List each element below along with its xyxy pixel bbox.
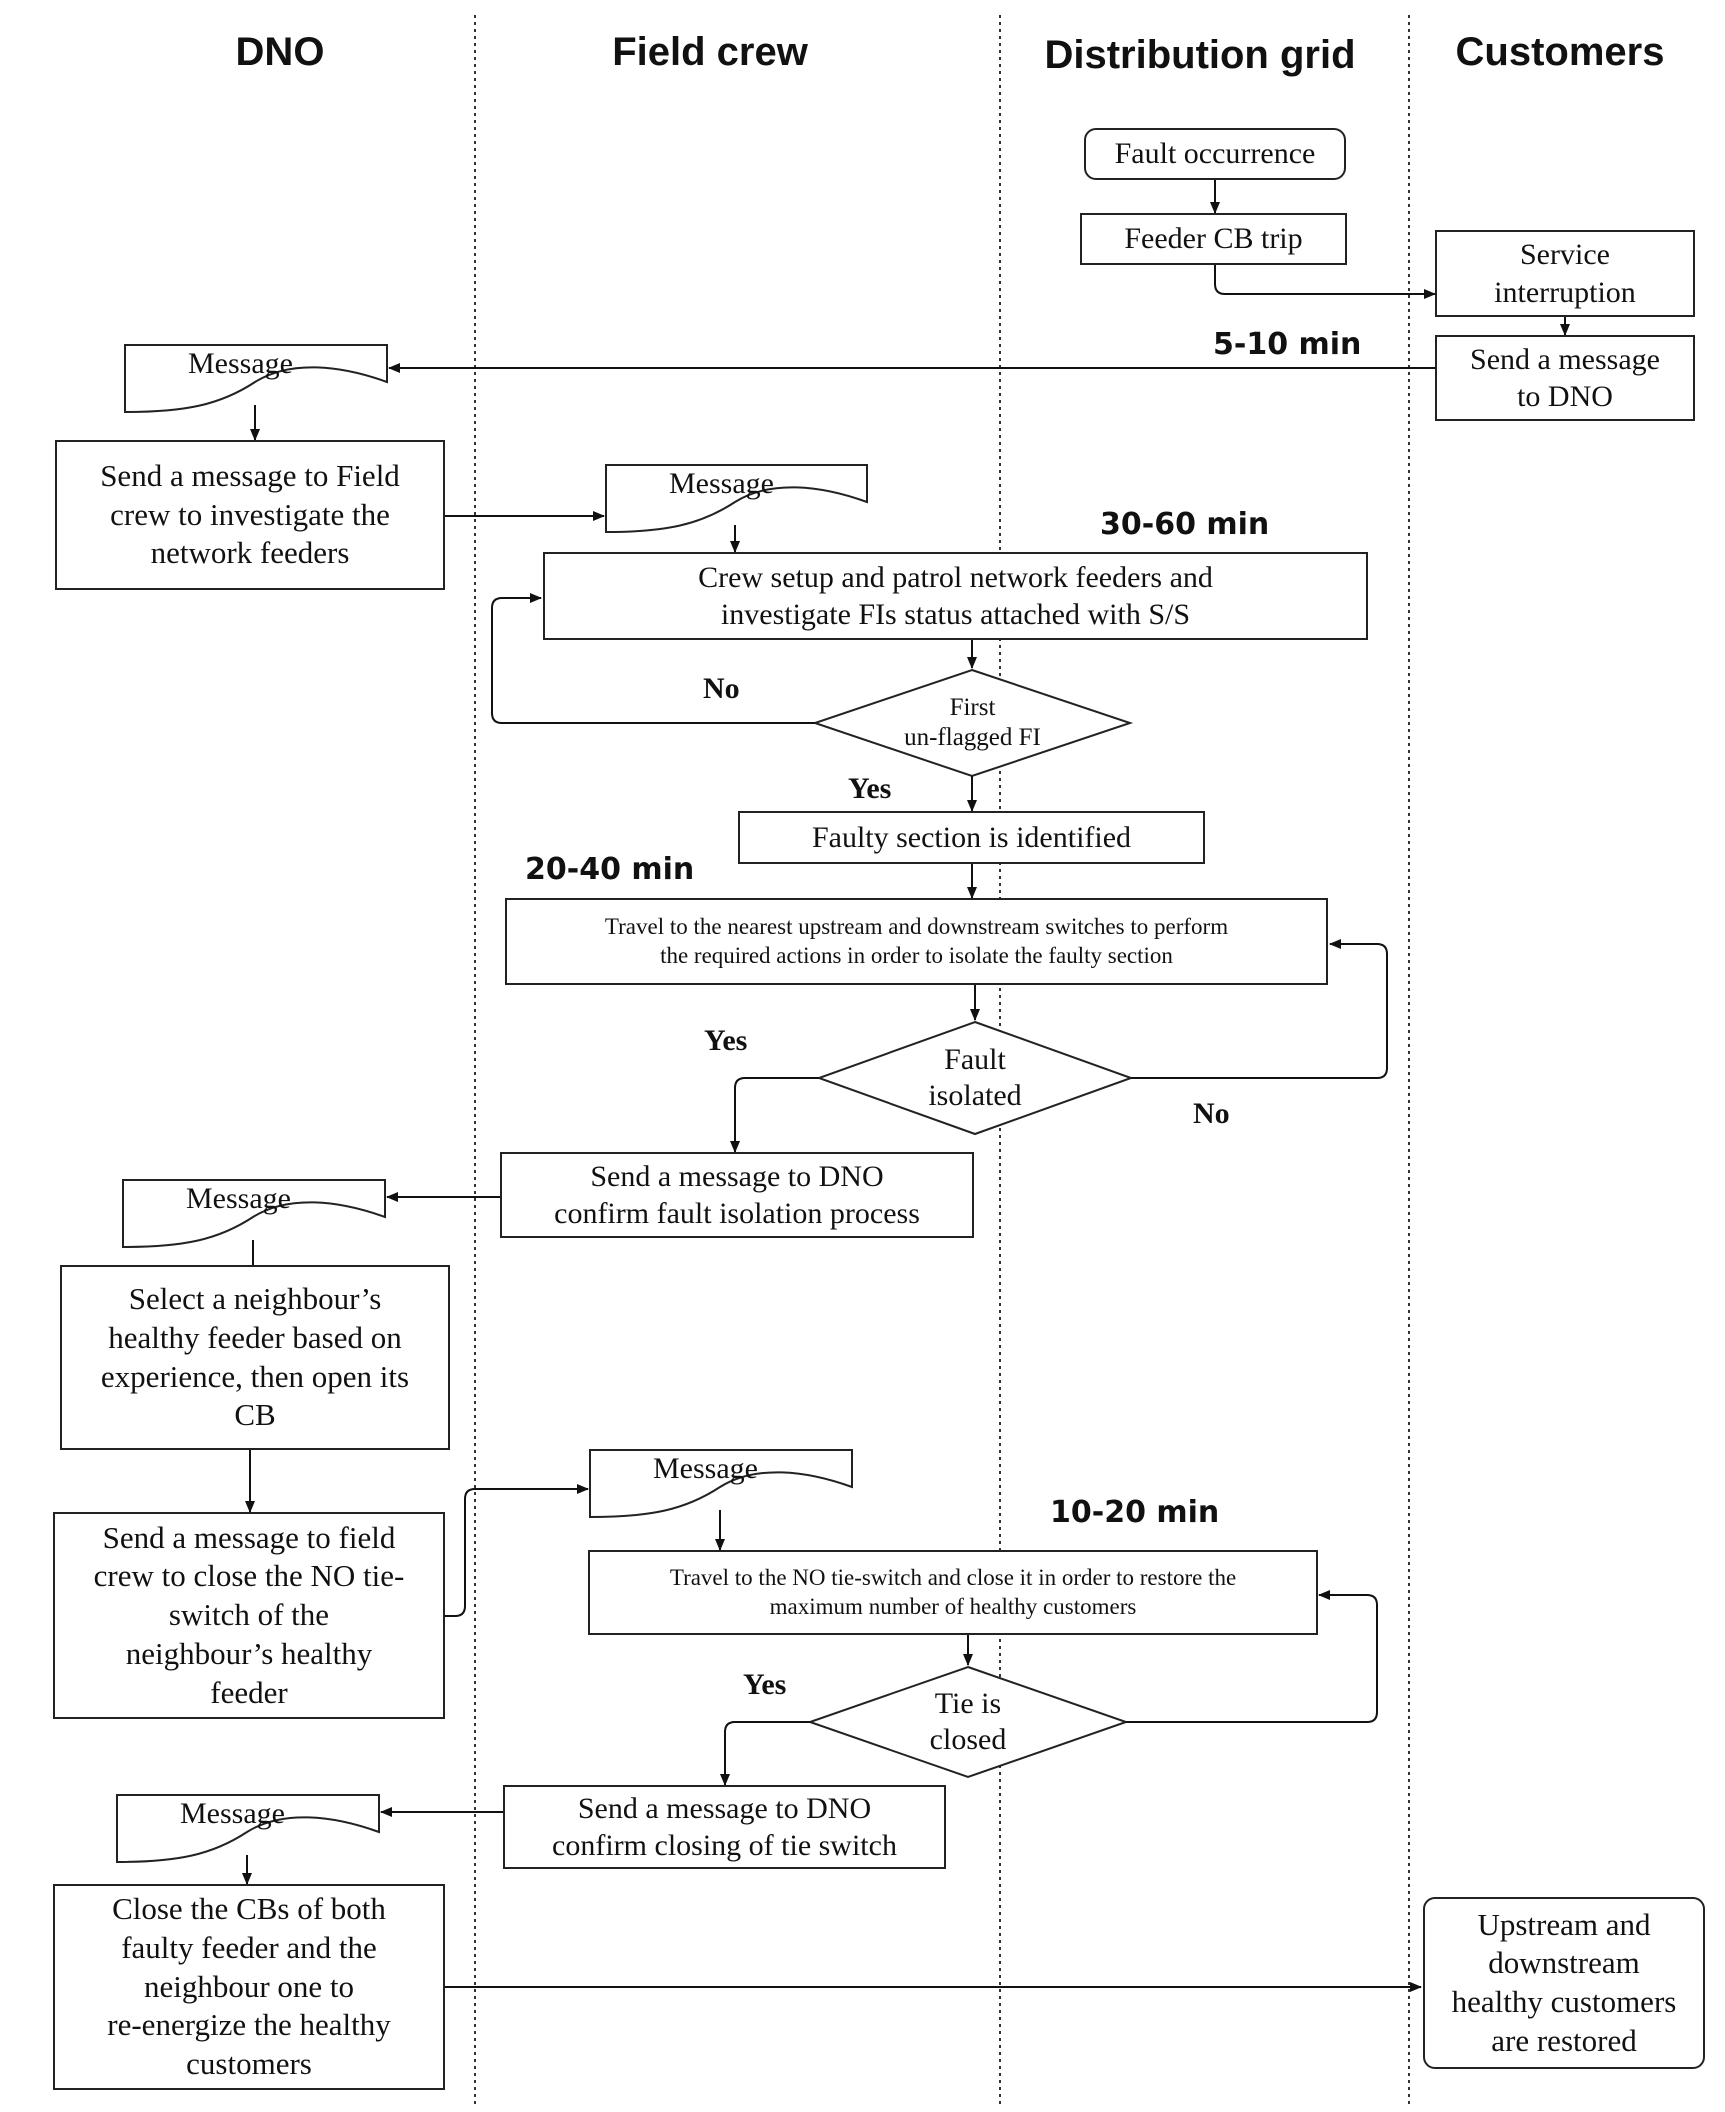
time-annotation-30-60: 30-60 min <box>1100 507 1270 542</box>
crew-message-2-shape <box>589 1449 853 1519</box>
arrow-dno-to-crew-message2 <box>445 1484 589 1617</box>
label-no-first-fi: No <box>703 672 740 705</box>
label-yes-isolated: Yes <box>704 1024 748 1057</box>
dno-send-close-tie-node: Send a message to field crew to close th… <box>53 1512 445 1719</box>
dno-message-3-shape <box>116 1794 380 1864</box>
decision-tie-closed-shape <box>806 1665 1130 1779</box>
arrow-decision-no-loop <box>491 593 815 724</box>
decision-first-fi-label: First un-flagged FI <box>904 694 1041 751</box>
time-annotation-20-40: 20-40 min <box>525 852 695 887</box>
feeder-cb-trip-node: Feeder CB trip <box>1080 213 1347 265</box>
service-interruption-node: Service interruption <box>1435 230 1695 317</box>
dno-select-feeder-node: Select a neighbour’s healthy feeder base… <box>60 1265 450 1450</box>
time-annotation-10-20: 10-20 min <box>1050 1495 1220 1530</box>
lane-title-field-crew: Field crew <box>612 30 808 74</box>
arrow-isolated-no-loop <box>1131 939 1388 1079</box>
faulty-section-identified-node: Faulty section is identified <box>738 811 1205 864</box>
crew-message-1-shape <box>605 464 868 534</box>
dno-close-cbs-node: Close the CBs of both faulty feeder and … <box>53 1884 445 2090</box>
lane-title-customers: Customers <box>1455 30 1665 74</box>
arrow-isolated-yes <box>730 1077 819 1153</box>
customers-restored-node: Upstream and downstream healthy customer… <box>1423 1897 1705 2069</box>
label-yes-first-fi: Yes <box>848 772 892 805</box>
decision-tie-closed-label: Tie is closed <box>929 1687 1007 1756</box>
dno-message-3-label: Message <box>180 1797 285 1830</box>
dno-message-2-shape <box>122 1179 386 1249</box>
lane-title-distribution-grid: Distribution grid <box>1044 33 1356 77</box>
label-no-isolated: No <box>1193 1097 1230 1130</box>
customer-send-message-node: Send a message to DNO <box>1435 335 1695 421</box>
crew-patrol-node: Crew setup and patrol network feeders an… <box>543 552 1368 640</box>
label-yes-tie: Yes <box>743 1668 787 1701</box>
lane-title-dno: DNO <box>235 30 325 74</box>
travel-isolate-node: Travel to the nearest upstream and downs… <box>505 898 1328 985</box>
decision-fault-isolated-shape <box>816 1020 1134 1136</box>
dno-message-1-shape <box>124 344 388 414</box>
crew-message-2-label: Message <box>653 1452 758 1485</box>
crew-message-1-label: Message <box>669 467 774 500</box>
arrow-tie-no-loop <box>1126 1590 1378 1723</box>
dno-send-to-crew-node: Send a message to Field crew to investig… <box>55 440 445 590</box>
travel-tie-node: Travel to the NO tie-switch and close it… <box>588 1550 1318 1635</box>
decision-fault-isolated-label: Fault isolated <box>928 1043 1022 1112</box>
confirm-isolation-node: Send a message to DNO confirm fault isol… <box>500 1152 974 1238</box>
arrow-tie-yes <box>720 1721 810 1786</box>
time-annotation-5-10: 5-10 min <box>1213 327 1362 362</box>
confirm-tie-node: Send a message to DNO confirm closing of… <box>503 1785 946 1869</box>
dno-message-1-label: Message <box>188 347 293 380</box>
dno-message-2-label: Message <box>186 1182 291 1215</box>
arrow-trip-to-interruption <box>1214 265 1436 299</box>
fault-occurrence-node: Fault occurrence <box>1084 128 1346 180</box>
